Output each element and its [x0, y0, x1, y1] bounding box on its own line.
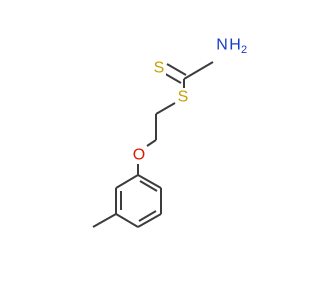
atom-label-n: N	[216, 37, 228, 54]
ring-inner-bond-1	[139, 180, 158, 192]
ring-bond-3	[137, 213, 162, 228]
atom-label-s-thioether: S	[178, 89, 189, 106]
atom-sulfur-thione: S	[152, 59, 166, 77]
atom-sulfur-thioether: S	[176, 88, 190, 106]
ring-bond-4	[115, 213, 139, 228]
atom-label-h-count: 2	[241, 44, 247, 56]
ring-bond-1	[137, 174, 162, 189]
bond-methyl	[92, 213, 117, 228]
atom-label-s-thione: S	[154, 60, 165, 77]
bond-c-s-double-1	[166, 63, 187, 76]
ring-inner-bond-2	[138, 210, 157, 222]
atom-oxygen: O	[131, 146, 146, 164]
molecule-structure: S N H 2 S O	[92, 35, 247, 228]
ring-bond-6	[115, 174, 139, 189]
atom-nitrogen: N H 2	[210, 35, 247, 56]
atom-label-o: O	[133, 147, 145, 164]
bond-s-ch2	[155, 102, 176, 115]
atom-label-h: H	[229, 37, 241, 54]
bond-ch2-o	[146, 139, 157, 147]
bond-c-n	[183, 61, 214, 80]
